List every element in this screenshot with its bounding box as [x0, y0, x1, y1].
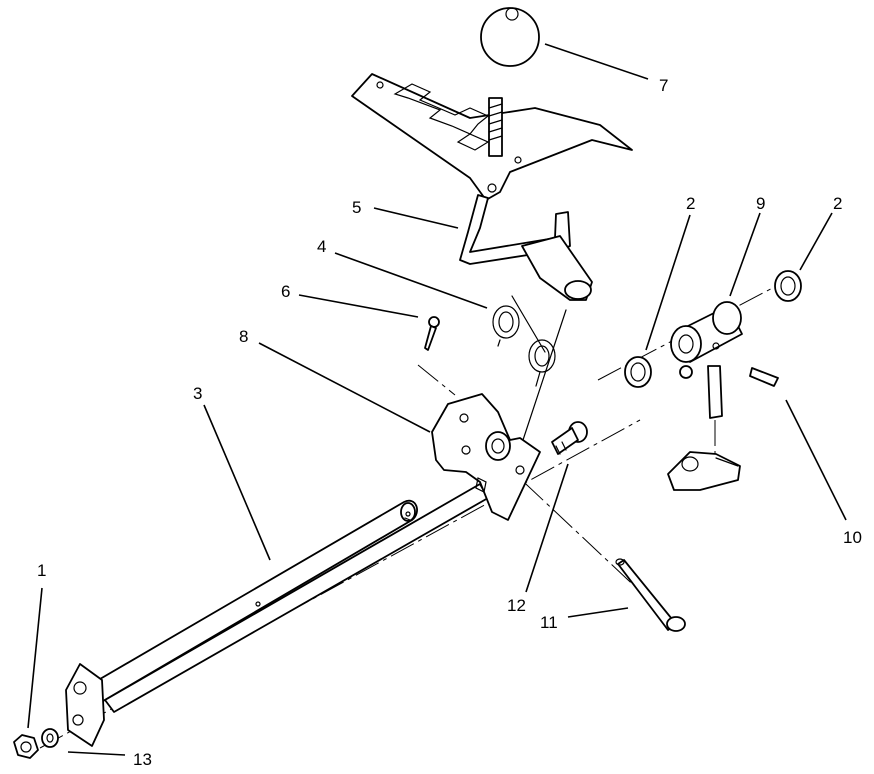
callout-labels: 7 5 4 6 8 3 2 9 2 10 12 11 1 13 [37, 76, 862, 769]
callout-12: 12 [507, 596, 526, 615]
callout-10: 10 [843, 528, 862, 547]
torsion-spring [492, 295, 556, 387]
cotter-pin [424, 309, 567, 441]
leader-lines [27, 43, 847, 756]
callout-11: 11 [540, 613, 558, 632]
hex-nut [13, 734, 39, 759]
callout-8: 8 [239, 327, 248, 346]
callout-5: 5 [352, 198, 361, 217]
roll-pin [749, 367, 779, 387]
shift-rod [488, 97, 503, 157]
bushing-left [624, 356, 652, 388]
shaft-end-plate [65, 663, 105, 747]
shift-fork-block [667, 451, 741, 491]
callout-6: 6 [281, 282, 290, 301]
shift-collar [670, 301, 743, 419]
mounting-bracket [431, 393, 541, 521]
flat-washer [41, 728, 59, 748]
callout-13: 13 [133, 750, 152, 769]
carriage-bolt [551, 421, 588, 455]
clevis-pin [615, 558, 686, 632]
callout-7: 7 [659, 76, 668, 95]
callout-1: 1 [37, 561, 46, 580]
shift-lever [459, 194, 593, 301]
shift-knob [480, 7, 540, 67]
callout-9: 9 [756, 194, 765, 213]
callout-2-left: 2 [686, 194, 695, 213]
callout-3: 3 [193, 384, 202, 403]
callout-2-right: 2 [833, 194, 842, 213]
callout-4: 4 [317, 237, 326, 256]
shift-shaft [87, 483, 489, 713]
bushing-right [774, 270, 802, 302]
